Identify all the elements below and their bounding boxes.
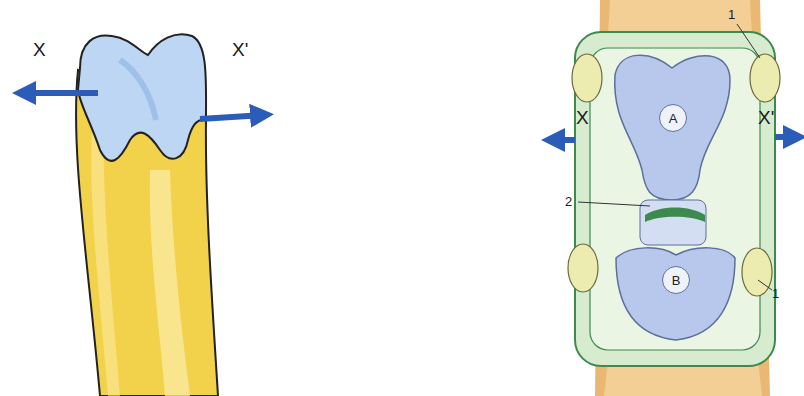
callout-number: 1 [728, 8, 735, 21]
axis-label: X [33, 40, 46, 59]
axis-label: X [576, 108, 589, 127]
label-circle: B [662, 266, 690, 294]
part-letter: B [672, 274, 681, 287]
axis-label: X' [232, 40, 248, 59]
axis-label: X' [758, 108, 774, 127]
callout-number: 1 [772, 287, 779, 300]
part-letter: A [669, 112, 678, 125]
callout-number: 2 [565, 195, 572, 208]
label-circle: A [659, 104, 687, 132]
